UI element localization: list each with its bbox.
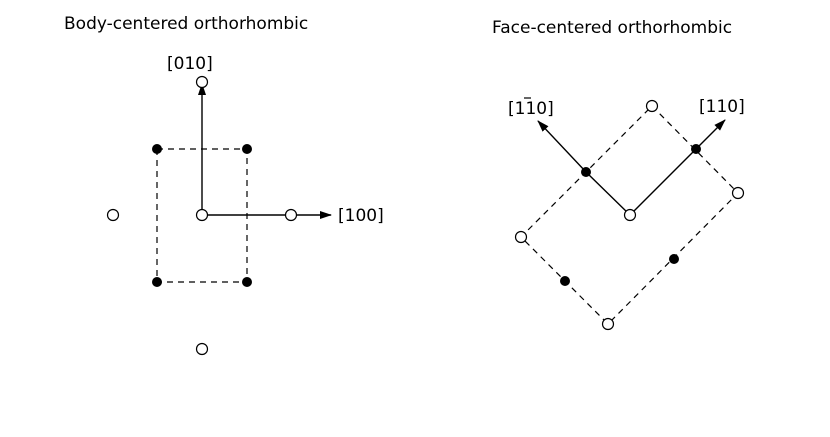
bco-filled-atom bbox=[242, 144, 252, 154]
bco-axis-100-label: [100] bbox=[338, 206, 384, 226]
fco-filled-atom bbox=[581, 167, 591, 177]
fco-axis-bar110-label: [110] bbox=[508, 99, 554, 119]
bco-open-atom bbox=[195, 75, 209, 89]
fco-axis-110-arrow bbox=[629, 119, 726, 216]
fco-open-atom bbox=[731, 186, 745, 200]
bco-panel: Body-centered orthorhombic [010] [100] bbox=[64, 14, 384, 356]
fco-filled-atom bbox=[691, 144, 701, 154]
fco-label-bar-digit: 1 bbox=[515, 99, 526, 119]
fco-label-rest: 10] bbox=[525, 99, 553, 119]
bco-open-atom bbox=[195, 342, 209, 356]
fco-open-atom bbox=[645, 99, 659, 113]
fco-open-atom bbox=[623, 208, 637, 222]
bco-open-atom bbox=[106, 208, 120, 222]
fco-filled-atom bbox=[560, 276, 570, 286]
fco-filled-atom bbox=[669, 254, 679, 264]
fco-axis-110-label: [110] bbox=[699, 97, 745, 117]
fco-panel: Face-centered orthorhombic [110] [110] bbox=[492, 18, 745, 331]
bco-filled-atom bbox=[242, 277, 252, 287]
bco-open-atom bbox=[195, 208, 209, 222]
bco-filled-atom bbox=[152, 277, 162, 287]
fco-open-atom bbox=[514, 230, 528, 244]
bco-axis-010-label: [010] bbox=[167, 54, 213, 74]
bco-title: Body-centered orthorhombic bbox=[64, 14, 308, 34]
fco-unit-cell-outline bbox=[520, 105, 739, 325]
fco-open-atom bbox=[601, 317, 615, 331]
bco-filled-atom bbox=[152, 144, 162, 154]
bco-open-atom bbox=[284, 208, 298, 222]
fco-title: Face-centered orthorhombic bbox=[492, 18, 732, 38]
fco-label-open-bracket: [ bbox=[508, 99, 515, 119]
